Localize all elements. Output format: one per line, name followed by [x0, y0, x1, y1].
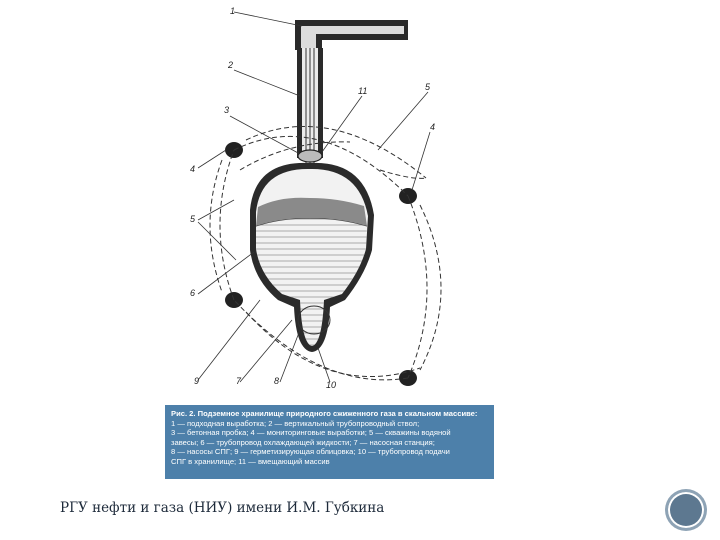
label-6: 6 — [190, 288, 195, 298]
label-9: 9 — [194, 376, 199, 386]
label-11: 11 — [358, 86, 367, 96]
label-4-left: 4 — [190, 164, 195, 174]
label-4-right: 4 — [430, 122, 435, 132]
storage-cavern — [250, 162, 374, 352]
footer-university: РГУ нефти и газа (НИУ) имени И.М. Губкин… — [60, 500, 385, 516]
circle-nav-icon[interactable] — [668, 492, 704, 528]
label-10: 10 — [326, 380, 336, 390]
label-2: 2 — [227, 60, 233, 70]
label-8: 8 — [274, 376, 279, 386]
caption-line: СПГ в хранилище; 11 — вмещающий массив — [171, 456, 330, 466]
leader-lines — [197, 11, 431, 383]
label-1: 1 — [230, 6, 235, 16]
storage-diagram: 1 2 3 11 5 4 4 5 6 9 7 8 10 — [190, 6, 442, 390]
diagram-labels: 1 2 3 11 5 4 4 5 6 9 7 8 10 — [190, 6, 435, 390]
caption-line: завесы; 6 — трубопровод охлаждающей жидк… — [171, 437, 435, 447]
label-5-left: 5 — [190, 214, 196, 224]
caption-line: 8 — насосы СПГ; 9 — герметизирующая обли… — [171, 447, 450, 457]
label-7: 7 — [236, 376, 242, 386]
concrete-plug — [297, 149, 323, 163]
approach-drift — [295, 20, 408, 50]
caption-title: Рис. 2. Подземное хранилище природного с… — [171, 409, 478, 418]
caption-line: 3 — бетонная пробка; 4 — мониторинговые … — [171, 428, 451, 438]
water-curtain-wells — [209, 125, 442, 381]
caption-line: 1 — подходная выработка; 2 — вертикальны… — [171, 418, 420, 428]
figure-caption: Рис. 2. Подземное хранилище природного с… — [165, 405, 494, 479]
label-3: 3 — [224, 105, 229, 115]
label-5-top: 5 — [425, 82, 431, 92]
